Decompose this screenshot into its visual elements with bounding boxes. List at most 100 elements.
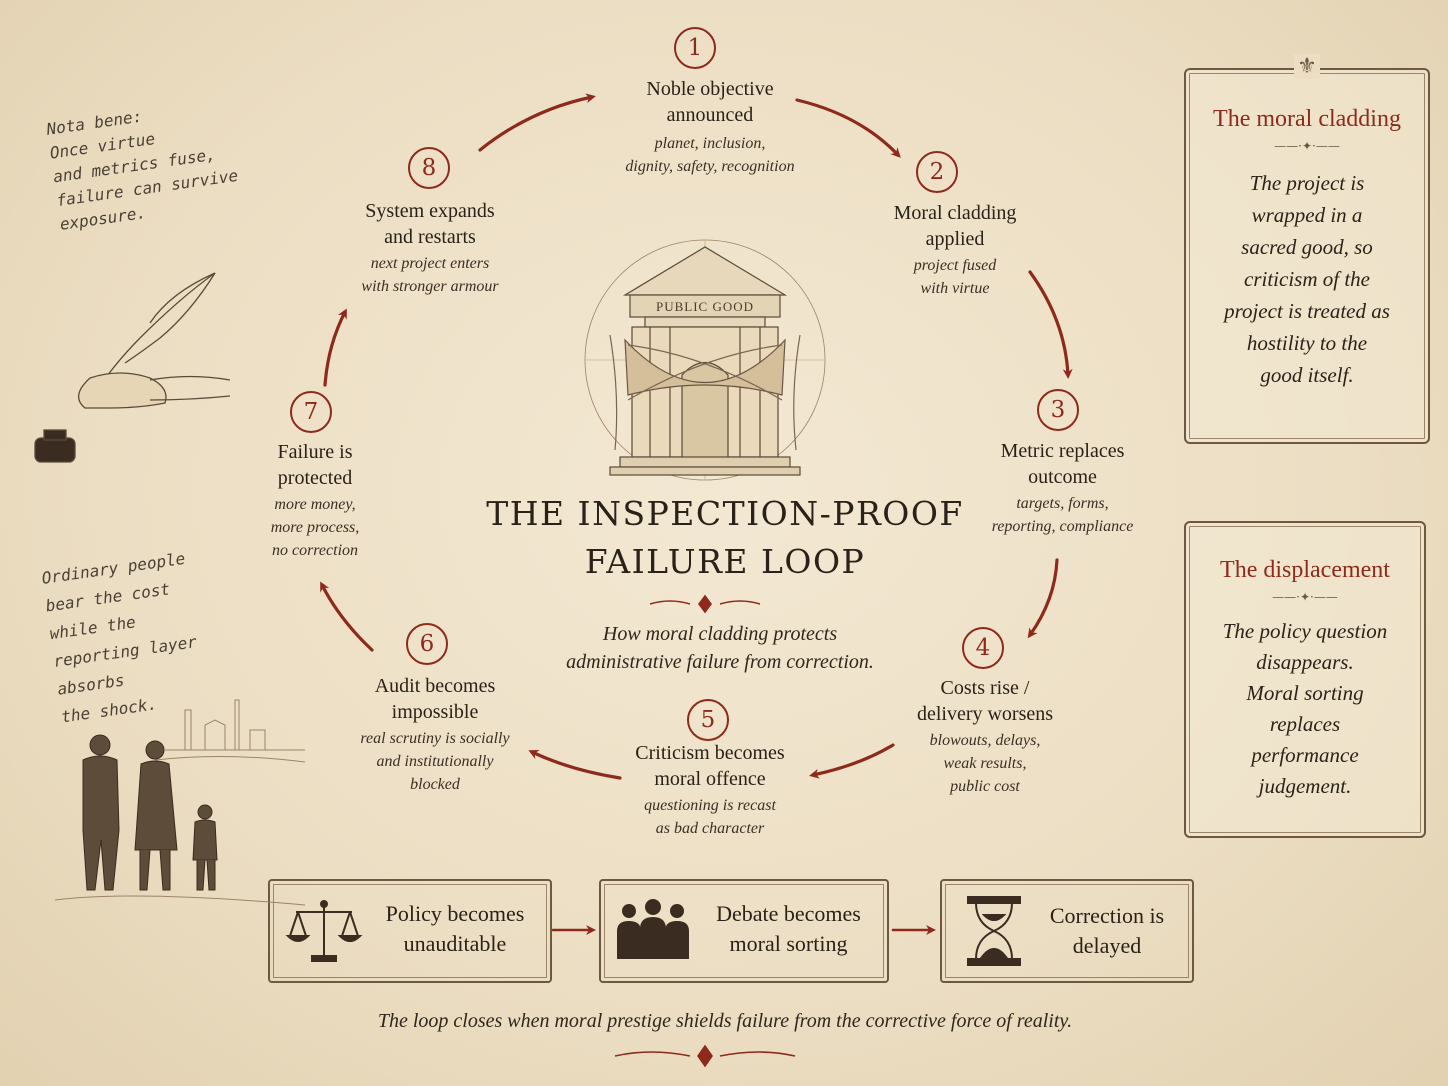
step-title: Criticism becomes	[635, 742, 785, 764]
arrow-1-to-2	[795, 98, 901, 158]
sidebox-line: project is treated as	[1224, 299, 1390, 323]
step-title: outcome	[1028, 466, 1097, 488]
title-flourish	[649, 594, 761, 614]
hourglass-icon	[967, 896, 1021, 966]
sidebox-body: The policy question disappears. Moral so…	[1186, 616, 1424, 802]
consequence-line: moral sorting	[729, 931, 848, 956]
step-detail: next project enters	[370, 255, 490, 272]
sidebox-line: sacred good, so	[1241, 235, 1373, 259]
step-6: Audit becomes impossible real scrutiny i…	[320, 673, 550, 796]
scales-icon	[285, 900, 363, 962]
step-title: delivery worsens	[916, 703, 1054, 725]
step-title: impossible	[391, 701, 479, 723]
step-detail: more money,	[274, 496, 356, 513]
quill-hand-illustration	[34, 272, 230, 463]
step-title: System expands	[365, 200, 495, 222]
consequence-line: unauditable	[403, 931, 507, 956]
step-detail: dignity, safety, recognition	[625, 158, 795, 175]
step-4: Costs rise / delivery worsens blowouts, …	[880, 675, 1090, 798]
step-2-number: 2	[916, 151, 958, 193]
arrow-6-to-7	[320, 581, 374, 652]
consequence-text: Debate becomes moral sorting	[701, 899, 876, 959]
subtitle-line: How moral cladding protects	[602, 623, 838, 645]
arrow-3-to-4	[1027, 558, 1059, 639]
step-title: announced	[666, 104, 754, 126]
step-title: Noble objective	[646, 78, 774, 100]
step-detail: project fused	[913, 257, 997, 274]
arrow-4-to-5	[809, 743, 895, 779]
step-5: Criticism becomes moral offence question…	[605, 740, 815, 840]
step-title: Metric replaces	[1000, 440, 1125, 462]
step-7: Failure is protected more money, more pr…	[230, 439, 400, 562]
step-detail: more process,	[270, 519, 360, 536]
footer-flourish	[614, 1044, 796, 1068]
building-sign: PUBLIC GOOD	[655, 299, 755, 314]
step-detail: weak results,	[943, 755, 1027, 772]
step-detail: public cost	[950, 778, 1020, 795]
sidebox-moral-cladding: ⚜ The moral cladding ——·✦·—— The project…	[1184, 54, 1430, 444]
sidebox-line: judgement.	[1258, 774, 1352, 798]
step-detail: no correction	[271, 542, 359, 559]
consequence-box-moral-sorting: Debate becomes moral sorting	[599, 879, 889, 983]
ornament-divider: ——·✦·——	[1274, 139, 1340, 153]
sidebox-body: The project is wrapped in a sacred good,…	[1186, 167, 1428, 391]
step-8: System expands and restarts next project…	[320, 198, 540, 298]
ornament-divider: ——·✦·——	[1272, 590, 1338, 604]
step-title: Costs rise /	[940, 677, 1030, 699]
diagram-title: THE INSPECTION-PROOF FAILURE LOOP	[380, 490, 1070, 586]
step-detail: as bad character	[655, 820, 765, 837]
consequence-line: Correction is	[1049, 903, 1165, 928]
step-detail: real scrutiny is socially	[360, 730, 510, 747]
step-6-number: 6	[406, 623, 448, 665]
consequence-text: Policy becomes unauditable	[370, 899, 540, 959]
sidebox-displacement: The displacement ——·✦·—— The policy ques…	[1184, 521, 1426, 838]
step-title: and restarts	[384, 226, 476, 248]
sidebox-line: disappears.	[1256, 650, 1354, 674]
step-3-number: 3	[1037, 389, 1079, 431]
sidebox-line: wrapped in a	[1251, 203, 1363, 227]
arrow-2-to-3	[1028, 270, 1073, 379]
sidebox-title: The displacement	[1220, 557, 1390, 583]
consequence-text: Correction is delayed	[1032, 901, 1182, 961]
step-1-number: 1	[674, 27, 716, 69]
fleur-de-lis-icon: ⚜	[1294, 54, 1320, 79]
step-detail: blocked	[410, 776, 460, 793]
arrow-7-to-8	[323, 308, 347, 387]
sidebox-title: The moral cladding	[1213, 106, 1401, 132]
step-title: protected	[277, 467, 353, 489]
diagram-subtitle: How moral cladding protects administrati…	[470, 620, 970, 676]
step-1: Noble objective announced planet, inclus…	[560, 76, 860, 178]
sidebox-line: good itself.	[1260, 363, 1354, 387]
step-8-number: 8	[408, 147, 450, 189]
step-3: Metric replaces outcome targets, forms, …	[960, 438, 1165, 538]
step-detail: planet, inclusion,	[654, 135, 766, 152]
arrow-8-to-1	[478, 93, 596, 152]
public-good-building-illustration	[584, 239, 826, 481]
step-title: Moral cladding	[893, 202, 1017, 224]
sidebox-line: replaces	[1269, 712, 1341, 736]
step-detail: with stronger armour	[361, 278, 499, 295]
sidebox-line: The project is	[1249, 171, 1365, 195]
consequence-box-unauditable: Policy becomes unauditable	[268, 879, 552, 983]
step-detail: questioning is recast	[644, 797, 776, 814]
consequence-line: Policy becomes	[385, 901, 525, 926]
consequence-box-correction-delayed: Correction is delayed	[940, 879, 1194, 983]
arrow-5-to-6	[528, 750, 622, 780]
sidebox-line: Moral sorting	[1246, 681, 1364, 705]
step-detail: reporting, compliance	[991, 518, 1134, 535]
subtitle-line: administrative failure from correction.	[566, 651, 874, 673]
step-7-number: 7	[290, 391, 332, 433]
sidebox-line: performance	[1251, 743, 1359, 767]
sidebox-line: criticism of the	[1244, 267, 1370, 291]
people-icon	[617, 899, 689, 959]
step-4-number: 4	[962, 627, 1004, 669]
step-detail: with virtue	[920, 280, 990, 297]
step-detail: blowouts, delays,	[929, 732, 1041, 749]
sidebox-line: The policy question	[1222, 619, 1388, 643]
footer-caption: The loop closes when moral prestige shie…	[377, 1010, 1073, 1032]
step-2: Moral cladding applied project fused wit…	[845, 200, 1065, 300]
sidebox-line: hostility to the	[1246, 331, 1368, 355]
step-title: applied	[925, 228, 985, 250]
step-title: moral offence	[654, 768, 766, 790]
